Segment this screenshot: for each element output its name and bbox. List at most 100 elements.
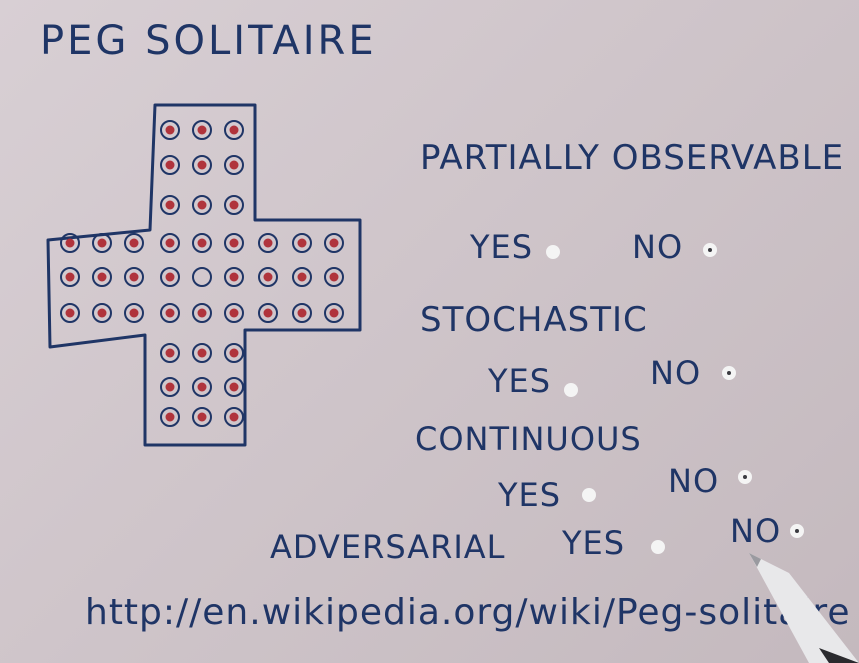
peg-hole xyxy=(60,267,80,287)
partially-observable-yes-radio[interactable] xyxy=(546,245,560,259)
wikipedia-link[interactable]: http://en.wikipedia.org/wiki/Peg-solitai… xyxy=(85,592,851,633)
peg xyxy=(229,125,239,135)
peg xyxy=(165,125,175,135)
peg-hole xyxy=(224,120,244,140)
peg xyxy=(165,348,175,358)
peg-hole xyxy=(60,303,80,323)
peg-hole xyxy=(192,120,212,140)
peg-hole xyxy=(92,233,112,253)
peg xyxy=(229,308,239,318)
peg xyxy=(165,308,175,318)
peg-hole xyxy=(60,233,80,253)
peg xyxy=(263,308,273,318)
peg-hole xyxy=(160,267,180,287)
peg xyxy=(129,272,139,282)
peg-hole xyxy=(224,407,244,427)
peg xyxy=(165,238,175,248)
peg xyxy=(165,272,175,282)
peg xyxy=(97,272,107,282)
pen-icon xyxy=(749,553,859,663)
peg-hole xyxy=(124,267,144,287)
peg-hole xyxy=(324,267,344,287)
peg-hole xyxy=(160,407,180,427)
peg-hole xyxy=(192,195,212,215)
peg xyxy=(165,382,175,392)
continuous-no-label: NO xyxy=(668,462,720,500)
peg xyxy=(197,348,207,358)
peg xyxy=(197,125,207,135)
peg-hole xyxy=(124,233,144,253)
peg xyxy=(97,308,107,318)
peg-hole xyxy=(192,377,212,397)
peg-hole xyxy=(224,267,244,287)
peg xyxy=(65,308,75,318)
peg xyxy=(197,382,207,392)
peg-hole xyxy=(224,343,244,363)
peg xyxy=(229,382,239,392)
peg xyxy=(165,200,175,210)
peg-hole xyxy=(92,303,112,323)
peg-hole xyxy=(224,303,244,323)
adversarial-no-label: NO xyxy=(730,512,782,550)
peg-hole xyxy=(224,155,244,175)
peg-hole xyxy=(92,267,112,287)
stochastic-no-radio[interactable] xyxy=(722,366,736,380)
peg xyxy=(329,308,339,318)
peg-hole xyxy=(160,195,180,215)
peg-hole xyxy=(124,303,144,323)
continuous-no-radio[interactable] xyxy=(738,470,752,484)
peg-hole xyxy=(292,303,312,323)
question-partially-observable-label: PARTIALLY OBSERVABLE xyxy=(420,138,845,178)
peg xyxy=(297,272,307,282)
partially-observable-no-radio[interactable] xyxy=(703,243,717,257)
peg xyxy=(229,200,239,210)
peg xyxy=(165,160,175,170)
peg xyxy=(165,412,175,422)
adversarial-yes-label: YES xyxy=(562,524,626,562)
continuous-yes-label: YES xyxy=(498,476,562,514)
peg xyxy=(229,412,239,422)
peg xyxy=(197,160,207,170)
peg-grid xyxy=(60,120,344,427)
question-stochastic-label: STOCHASTIC xyxy=(420,300,648,340)
peg-hole xyxy=(258,303,278,323)
peg-hole xyxy=(160,343,180,363)
peg-hole xyxy=(160,377,180,397)
peg-hole xyxy=(192,267,212,287)
peg-hole xyxy=(224,233,244,253)
continuous-yes-radio[interactable] xyxy=(582,488,596,502)
peg-solitaire-board xyxy=(46,103,362,447)
peg-hole xyxy=(324,233,344,253)
peg-hole xyxy=(192,155,212,175)
stochastic-no-label: NO xyxy=(650,354,702,392)
partially-observable-yes-label: YES xyxy=(470,228,534,266)
peg-hole xyxy=(224,195,244,215)
peg xyxy=(229,348,239,358)
peg xyxy=(197,308,207,318)
peg-hole xyxy=(192,233,212,253)
peg xyxy=(129,308,139,318)
peg xyxy=(129,238,139,248)
adversarial-yes-radio[interactable] xyxy=(651,540,665,554)
stochastic-yes-label: YES xyxy=(488,362,552,400)
peg-hole xyxy=(160,303,180,323)
peg-hole xyxy=(160,233,180,253)
peg-hole xyxy=(192,343,212,363)
peg-hole xyxy=(258,267,278,287)
peg-hole xyxy=(324,303,344,323)
peg xyxy=(97,238,107,248)
peg xyxy=(65,272,75,282)
peg xyxy=(197,200,207,210)
peg-hole xyxy=(258,233,278,253)
peg-hole xyxy=(192,303,212,323)
peg-hole xyxy=(192,407,212,427)
peg xyxy=(65,238,75,248)
adversarial-no-radio[interactable] xyxy=(790,524,804,538)
peg-hole xyxy=(160,120,180,140)
peg-hole xyxy=(292,267,312,287)
question-continuous-label: CONTINUOUS xyxy=(415,420,642,458)
question-adversarial-label: ADVERSARIAL xyxy=(270,528,506,566)
stochastic-yes-radio[interactable] xyxy=(564,383,578,397)
peg xyxy=(197,412,207,422)
peg xyxy=(229,272,239,282)
